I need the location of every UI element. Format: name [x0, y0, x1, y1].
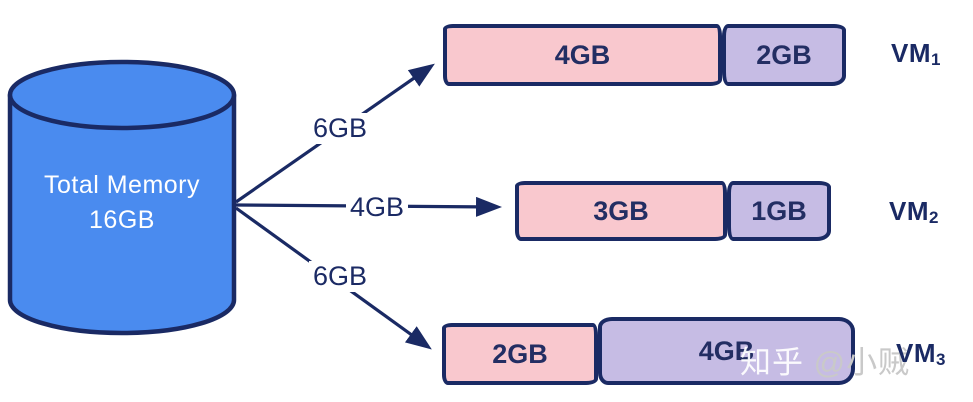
total-memory-title: Total Memory	[43, 171, 201, 199]
vm1-segment-used: 4GB	[443, 24, 722, 86]
vm2-segment-extra: 1GB	[727, 181, 831, 241]
total-memory-label: Total Memory 16GB	[18, 168, 226, 238]
vm1-label-sub: 1	[931, 50, 941, 69]
watermark: 知乎 @小贼	[740, 337, 910, 382]
watermark-handle: @小贼	[813, 345, 911, 380]
vm2-memory-bar: 3GB 1GB	[515, 181, 831, 241]
vm3-label-sub: 3	[936, 350, 946, 369]
watermark-brand: 知乎	[740, 345, 804, 380]
vm3-segment-used: 2GB	[442, 323, 598, 385]
vm2-label-base: VM	[889, 196, 929, 226]
total-memory-cylinder	[7, 59, 237, 336]
vm1-memory-bar: 4GB 2GB	[443, 24, 846, 86]
vm1-label: VM1	[891, 38, 941, 69]
vm3-label: VM3	[896, 338, 946, 369]
arrow-label-vm1: 6GB	[309, 113, 372, 144]
total-memory-value: 16GB	[89, 206, 155, 234]
vm3-label-base: VM	[896, 338, 936, 368]
vm3-segment-extra: 4GB	[598, 317, 855, 385]
arrow-label-vm3: 6GB	[309, 261, 372, 292]
vm2-label-sub: 2	[929, 208, 939, 227]
vm3-memory-bar: 2GB 4GB	[442, 317, 855, 385]
vm2-segment-used: 3GB	[515, 181, 727, 241]
vm1-label-base: VM	[891, 38, 931, 68]
vm2-label: VM2	[889, 196, 939, 227]
vm1-segment-extra: 2GB	[722, 24, 846, 86]
arrow-label-vm2: 4GB	[346, 192, 409, 223]
